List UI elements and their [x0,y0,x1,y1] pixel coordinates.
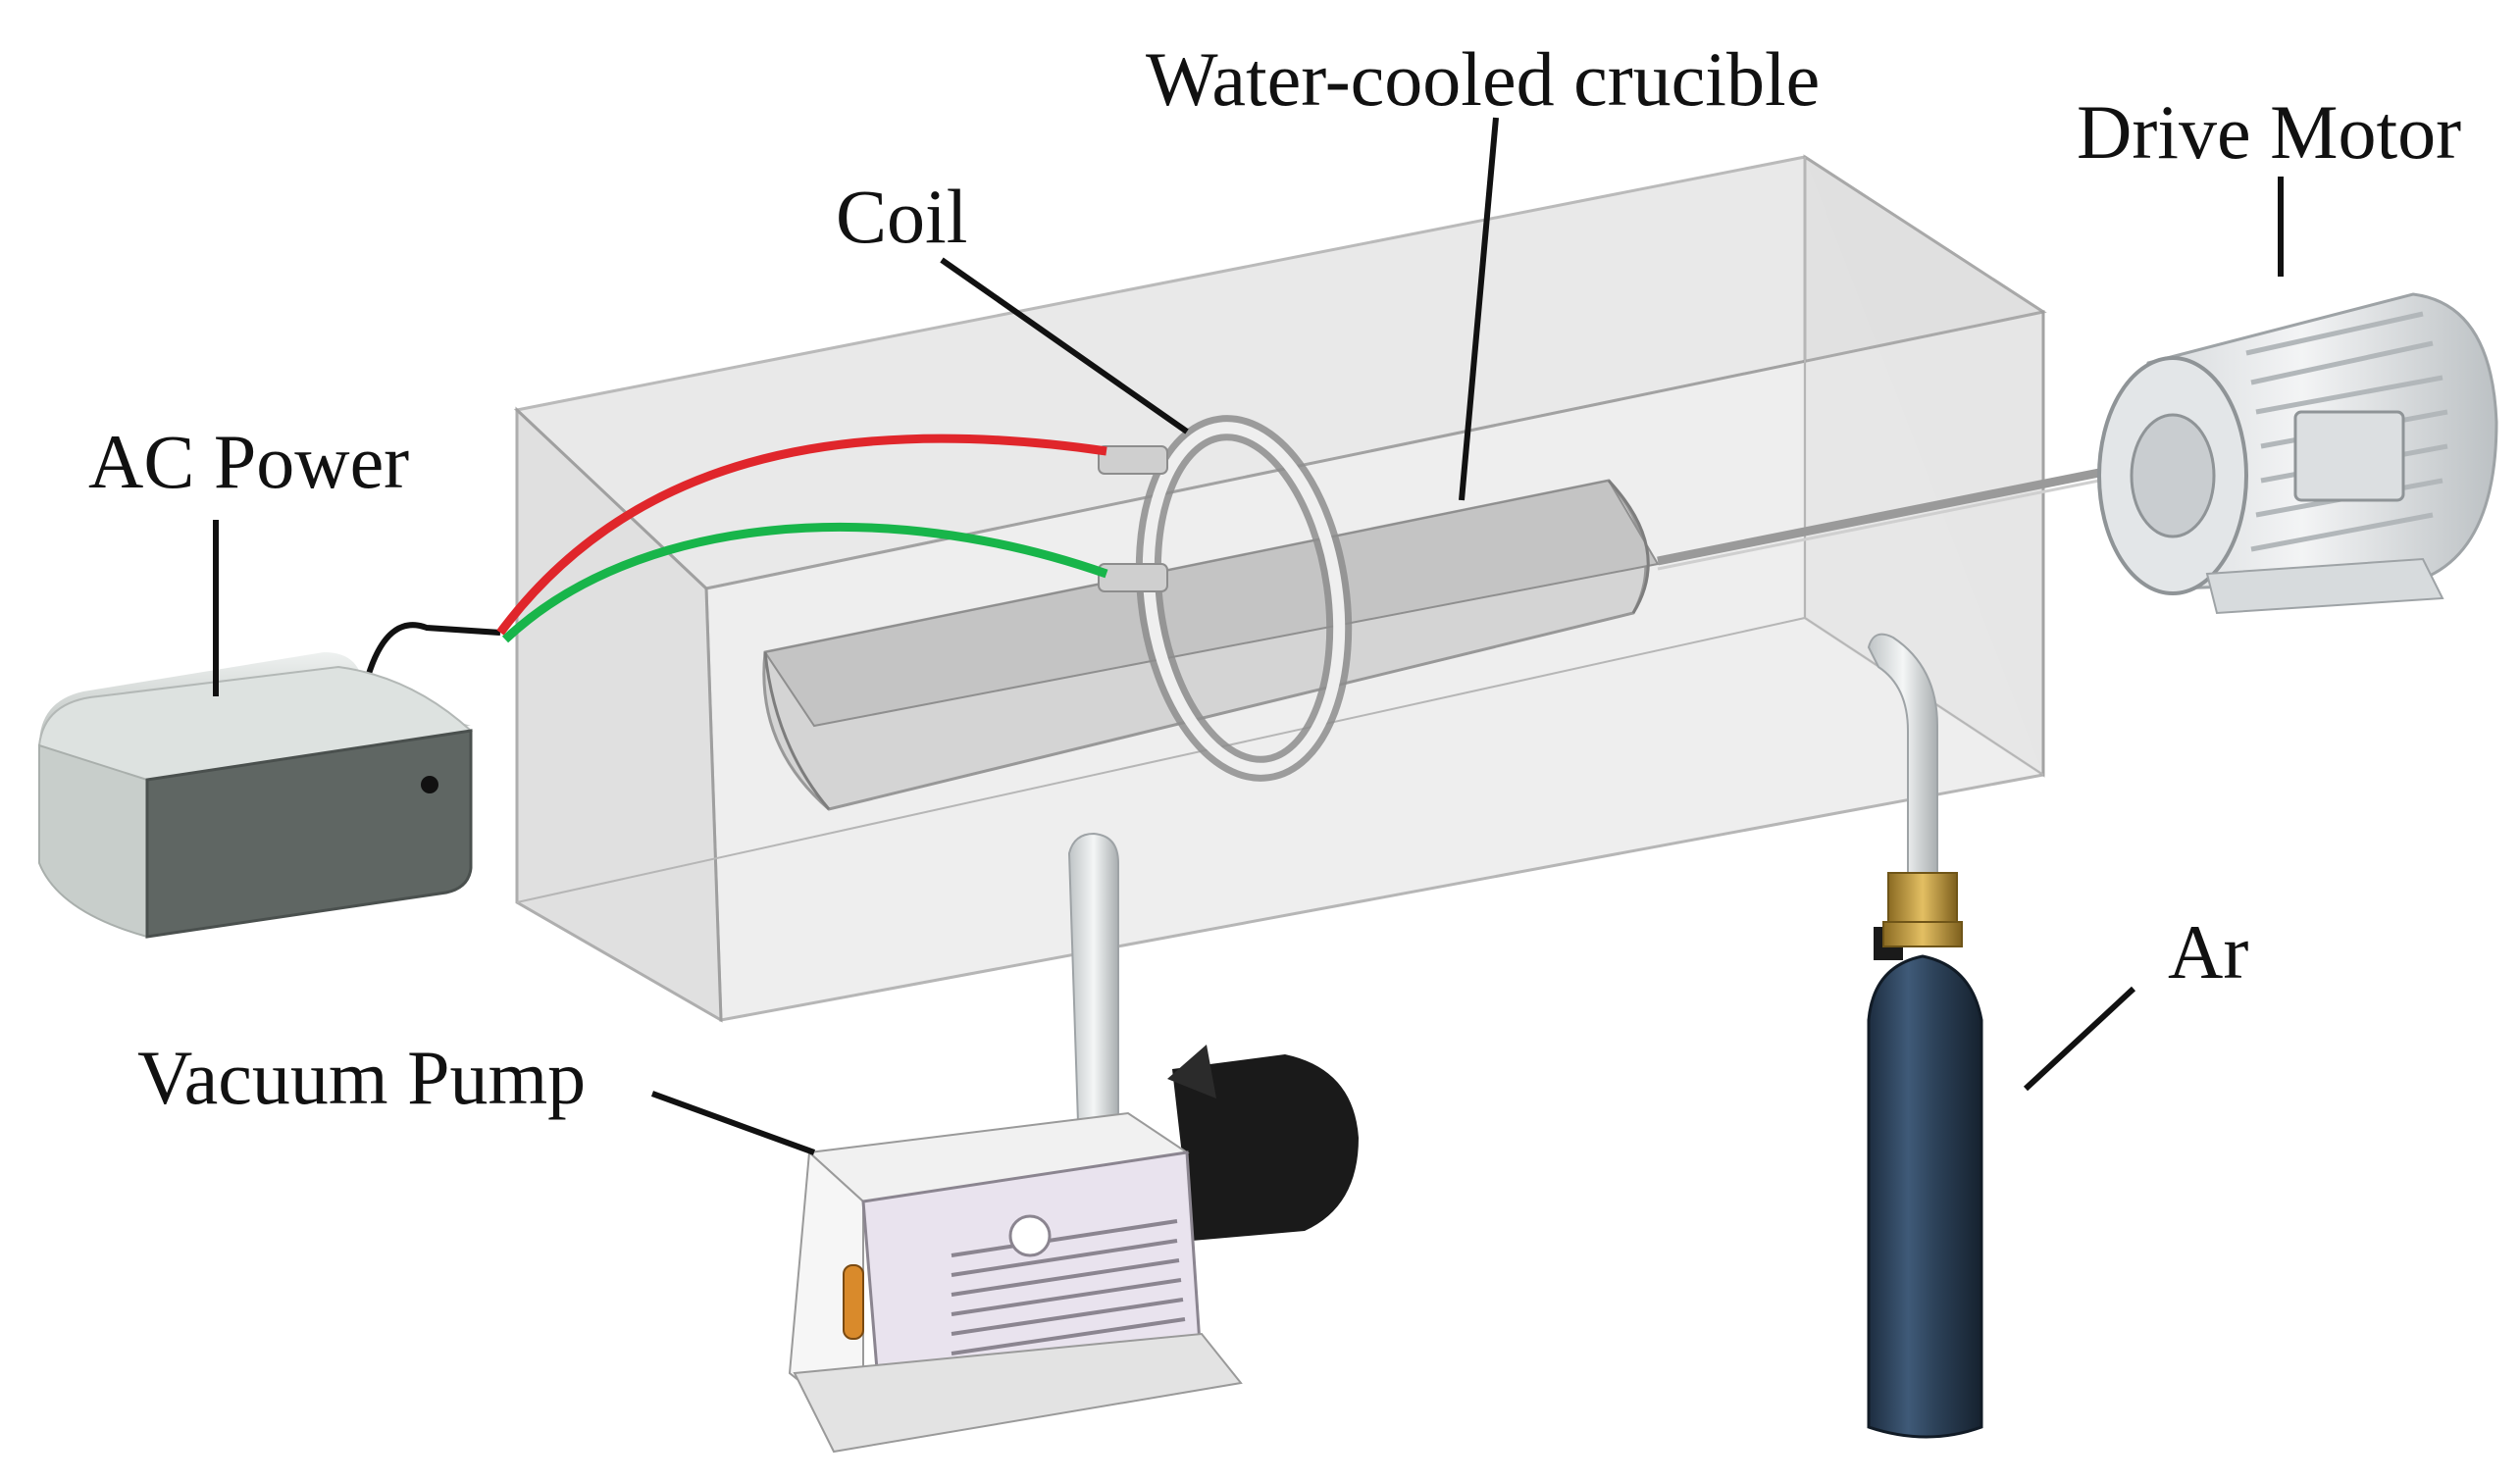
drive-motor [2097,292,2498,615]
power-leads [365,434,1108,678]
argon-cylinder [1867,633,1983,1439]
label-ac-power: AC Power [88,419,410,504]
label-drive-motor: Drive Motor [2077,89,2462,175]
label-coil: Coil [836,174,968,259]
vacuum-pump [788,832,1359,1454]
water-cooled-crucible [762,466,2110,811]
ac-power-supply [37,652,474,939]
green-lead [501,522,1108,643]
red-lead [496,434,1107,636]
label-argon: Ar [2168,909,2249,995]
leader-coil [940,257,1189,434]
label-vacuum-pump: Vacuum Pump [137,1035,587,1120]
induction-coil [1098,415,1353,782]
label-water-cooled-crucible: Water-cooled crucible [1146,36,1821,122]
leader-argon [2023,986,2136,1092]
leader-crucible [1459,117,1499,501]
leader-lines [213,117,2284,1155]
leader-vacuum-pump [650,1091,816,1155]
